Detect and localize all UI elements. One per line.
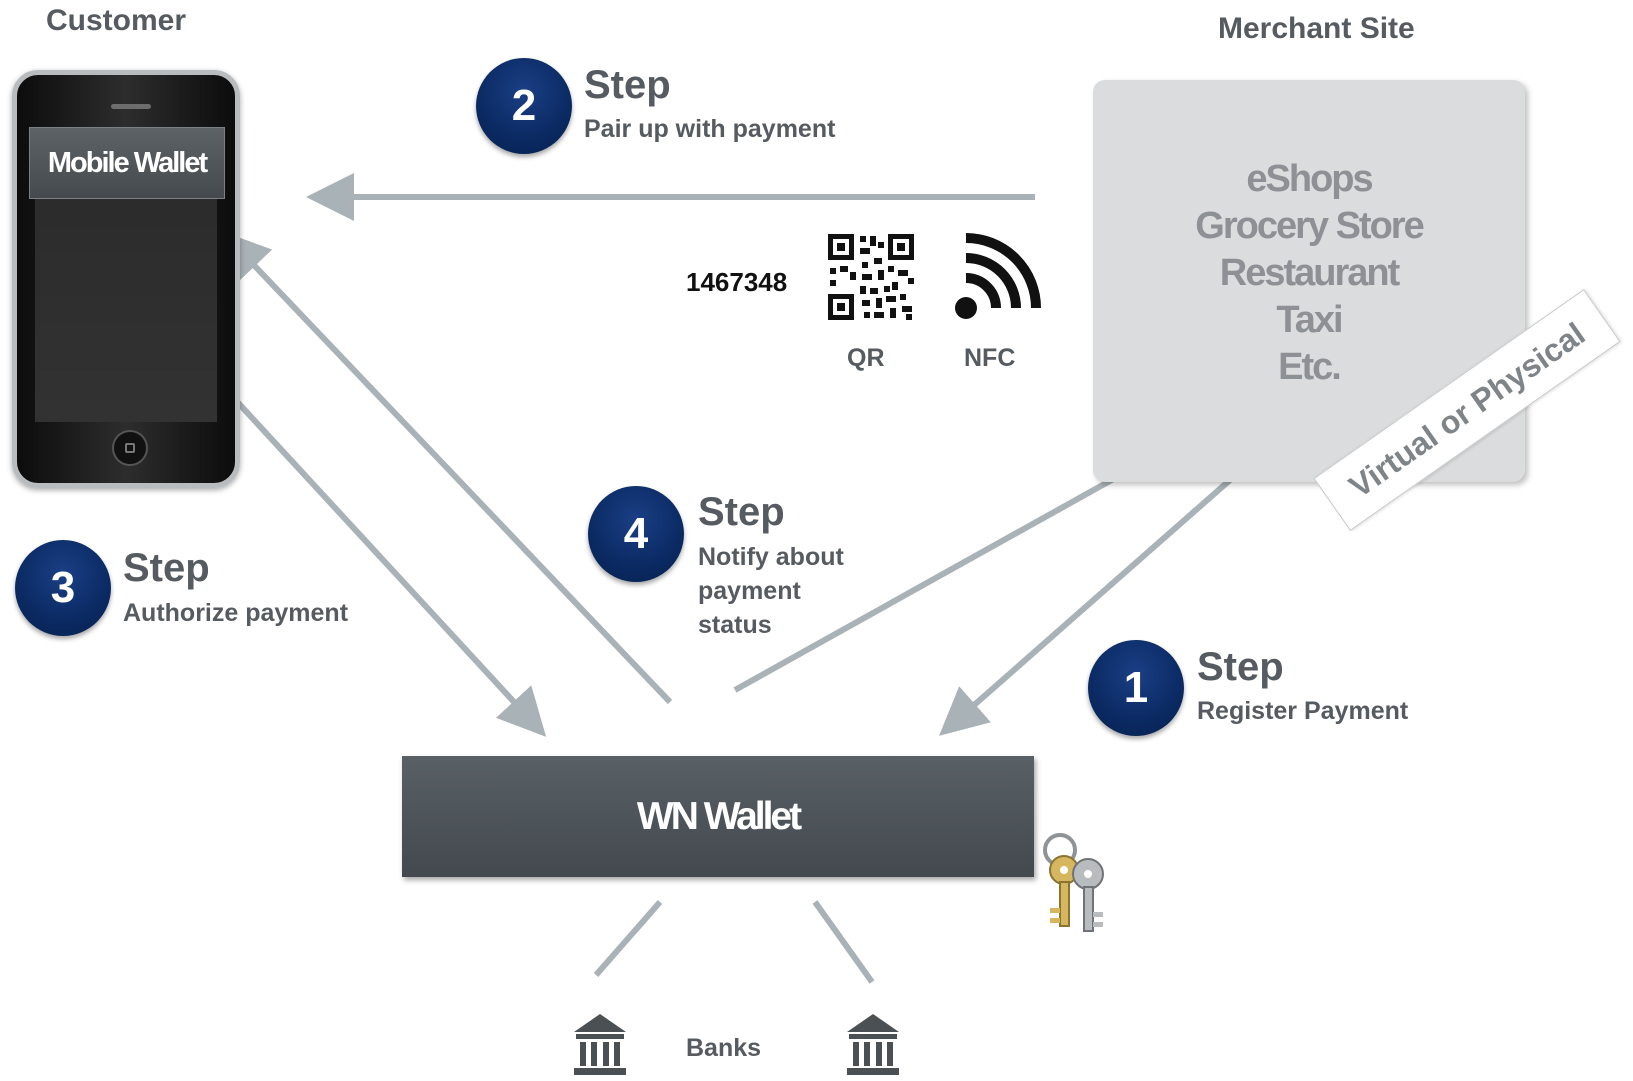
step-3-badge: 3 <box>15 540 111 636</box>
nfc-icon <box>955 233 1041 319</box>
step-2-title: Step <box>584 63 671 107</box>
merchant-type-taxi: Taxi <box>1276 299 1343 341</box>
wn-wallet-box: WN Wallet <box>402 756 1034 877</box>
step-1-title: Step <box>1197 645 1284 689</box>
step-4-title: Step <box>698 490 785 534</box>
qr-code-icon <box>826 232 916 322</box>
mobile-wallet-title: Mobile Wallet <box>29 127 225 199</box>
pairing-code: 1467348 <box>686 267 788 297</box>
bank-icon <box>574 1014 626 1075</box>
bank-link-left <box>593 900 663 977</box>
customer-heading: Customer <box>46 4 187 37</box>
banks-label: Banks <box>686 1034 762 1062</box>
step-2-description: Pair up with payment <box>584 115 836 143</box>
step-3-description: Authorize payment <box>123 599 349 627</box>
phone-speaker <box>111 104 151 109</box>
smartphone-icon: Mobile Wallet <box>12 70 240 488</box>
step-1-description: Register Payment <box>1197 697 1409 725</box>
qr-label: QR <box>847 344 885 372</box>
merchant-type-etc: Etc. <box>1278 346 1342 388</box>
bank-link-right <box>812 900 875 984</box>
merchant-type-eshops: eShops <box>1246 158 1373 200</box>
step-3-title: Step <box>123 546 210 590</box>
step-1-badge: 1 <box>1088 640 1184 736</box>
nfc-label: NFC <box>964 344 1016 372</box>
step-4-description-line-1: Notify about <box>698 543 844 571</box>
merchant-type-restaurant: Restaurant <box>1219 252 1401 294</box>
step-4-description-line-2: payment <box>698 577 801 605</box>
merchant-type-grocery: Grocery Store <box>1195 205 1424 247</box>
step-4-badge: 4 <box>588 486 684 582</box>
phone-home-button <box>112 430 148 466</box>
wallet-to-phone-arrow <box>221 231 673 705</box>
bank-icon <box>847 1014 899 1075</box>
merchant-heading: Merchant Site <box>1218 12 1415 45</box>
keys-icon <box>1043 833 1104 932</box>
step-2-badge: 2 <box>476 58 572 154</box>
step-4-description-line-3: status <box>698 611 772 639</box>
